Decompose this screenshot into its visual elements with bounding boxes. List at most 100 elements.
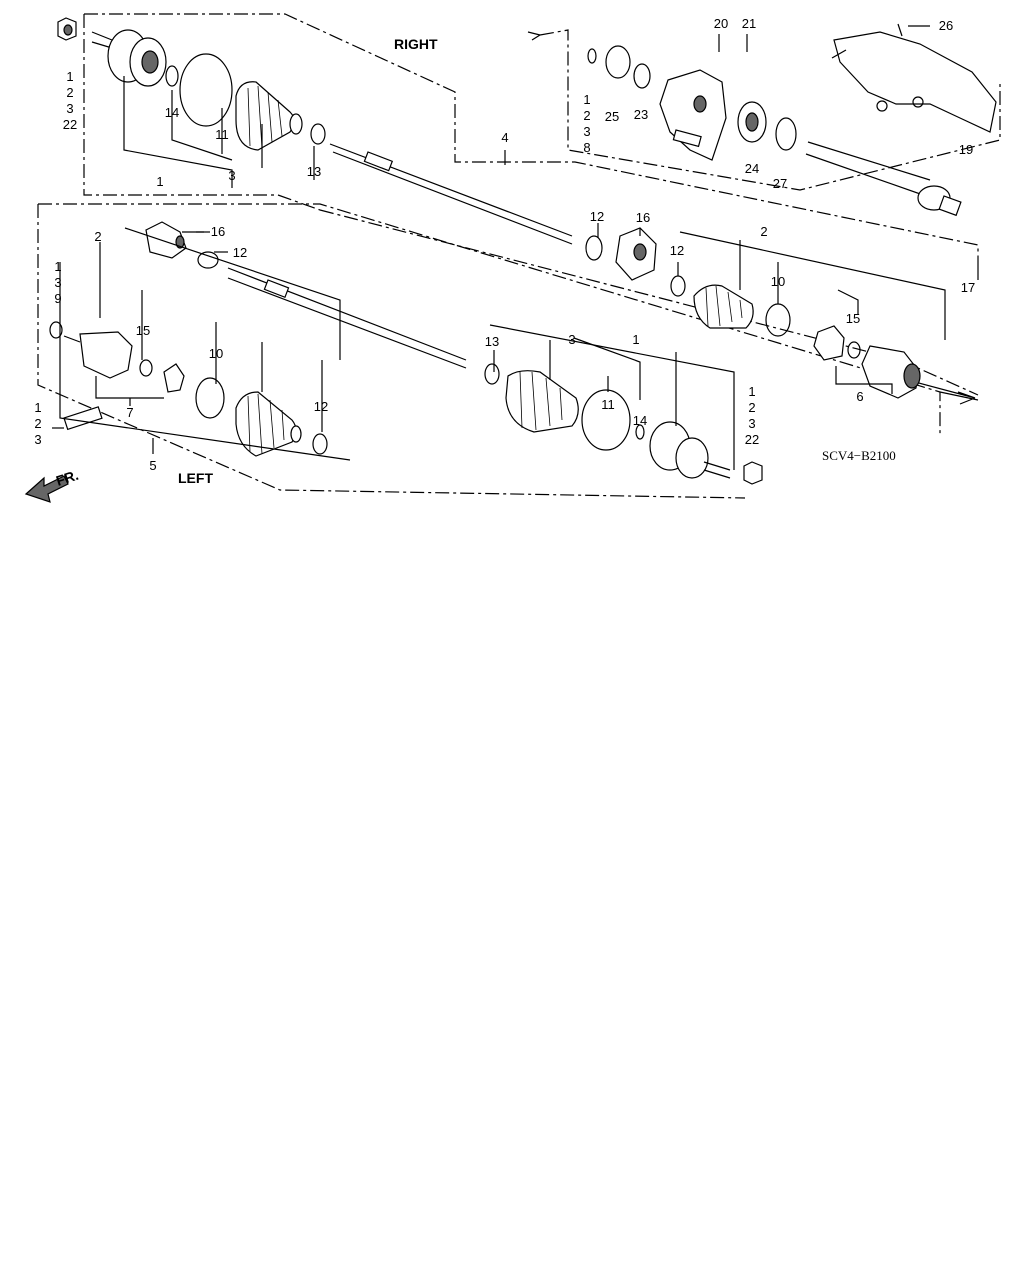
callout-number: 3 [568,332,575,347]
callout-number: 10 [209,346,223,361]
callout-c-r-21: 21 [742,16,756,31]
callout-number: 2 [66,85,73,100]
callout-c-r-3: 3 [228,168,235,183]
left-inner-boot [235,391,328,457]
callout-c-r-13: 13 [307,164,321,179]
callout-c-r-12: 12 [590,209,604,224]
leader-lines [52,25,946,470]
callout-c-r-15: 15 [846,311,860,326]
callout-number: 3 [583,124,590,139]
callout-c-r-2: 2 [760,224,767,239]
callout-number: 19 [959,142,973,157]
right-bearing-support [587,34,797,161]
callout-number: 2 [94,229,101,244]
left-assembly-frame [37,31,979,499]
callout-c-r-16: 16 [636,210,650,225]
callout-number: 16 [211,224,225,239]
callout-number: 27 [773,176,787,191]
right-assembly-frame [83,13,1001,396]
callout-number: 13 [485,334,499,349]
right-boot-band-13 [310,123,326,145]
callout-c-l-7: 7 [126,405,133,420]
callout-c-r-12b: 12 [670,243,684,258]
callout-number: 12 [590,209,604,224]
callout-number: 1 [34,400,41,415]
callout-number: 3 [34,432,41,447]
left-outer-cv-joint [649,421,763,485]
left-side-label: LEFT [178,470,213,486]
callout-c-l-14: 14 [633,413,647,428]
callout-c-l-2: 2 [94,229,101,244]
callout-number: 15 [136,323,150,338]
callout-number: 23 [634,107,648,122]
callout-number: 2 [760,224,767,239]
right-intermediate-shaft [805,141,962,217]
callout-c-r-25: 25 [605,109,619,124]
callout-number: 1 [66,69,73,84]
callout-number: 15 [846,311,860,326]
callout-c-r-14: 14 [165,105,179,120]
right-outer-cv-joint [91,29,167,87]
callout-c-r-24: 24 [745,161,759,176]
callout-number: 1 [632,332,639,347]
callout-number: 13 [307,164,321,179]
callout-c-l-16: 16 [211,224,225,239]
callout-c-l-1: 1 [632,332,639,347]
front-direction-arrow [24,475,69,503]
callout-number: 8 [583,140,590,155]
callout-c-r-27: 27 [773,176,787,191]
callout-c-r-1: 1 [156,174,163,189]
right-half-shaft-4 [329,143,573,245]
callout-number: 1 [156,174,163,189]
callout-number: 14 [165,105,179,120]
callout-number: 5 [149,458,156,473]
front-direction-label: FR. [54,467,80,489]
right-inner-cv-joint [585,227,921,399]
callout-number: 26 [939,18,953,33]
callout-c-r-10: 10 [771,274,785,289]
callout-number: 16 [636,210,650,225]
callout-number: 11 [215,127,229,142]
callout-number: 25 [605,109,619,124]
callout-c-l-11: 11 [601,397,615,412]
callout-number: 4 [501,130,508,145]
callout-number: 22 [63,117,77,132]
callout-number: 22 [745,432,759,447]
callout-number: 20 [714,16,728,31]
callout-number: 3 [66,101,73,116]
right-outer-boot [235,81,303,151]
callout-number: 12 [233,245,247,260]
diagram-code: SCV4−B2100 [822,448,896,463]
callout-number: 10 [771,274,785,289]
left-outer-boot [484,363,645,451]
callout-c-r-17: 17 [961,280,975,295]
callout-number: 17 [961,280,975,295]
callout-number: 1 [54,259,61,274]
callout-c-r-20: 20 [714,16,728,31]
left-damper-16 [145,221,219,269]
callout-number: 21 [742,16,756,31]
left-inner-cv-joint [49,321,225,419]
callout-c-r-26: 26 [939,18,953,33]
callout-c-l-13: 13 [485,334,499,349]
callout-number: 24 [745,161,759,176]
callout-c-l-5: 5 [149,458,156,473]
callout-number: 12 [670,243,684,258]
callout-c-l-15: 15 [136,323,150,338]
callout-number: 3 [54,275,61,290]
callout-number: 3 [228,168,235,183]
right-nut-top-left [57,17,77,41]
right-side-label: RIGHT [394,36,438,52]
callout-number: 2 [583,108,590,123]
callout-c-r-11: 11 [215,127,229,142]
right-snap-ring-14 [165,65,179,87]
right-boot-band-11 [179,53,233,127]
callout-number: 6 [856,389,863,404]
callout-c-l-12a: 12 [233,245,247,260]
